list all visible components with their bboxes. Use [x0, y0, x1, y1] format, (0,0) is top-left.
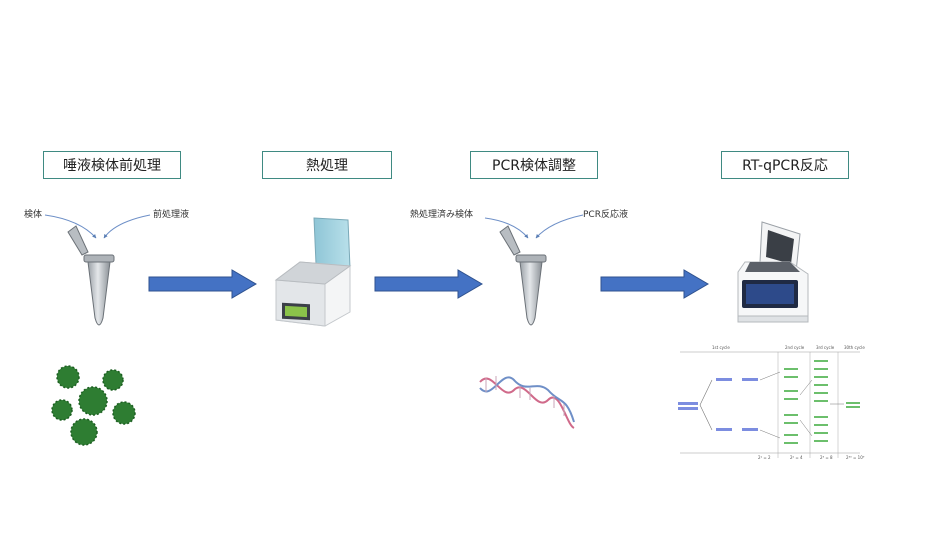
pcr-footer-1: 2¹ = 2 — [758, 455, 771, 460]
step-title-heat-treatment: 熱処理 — [262, 151, 392, 179]
pcr-header-1: 1st cycle — [712, 345, 730, 350]
pcr-tube-icon — [499, 225, 547, 326]
virus-particles-icon — [51, 365, 136, 446]
thermal-cycler-icon — [737, 221, 809, 323]
dna-helix-icon — [479, 376, 575, 429]
pcr-amplification-diagram: 1st cycle 2nd cycle 3rd cycle 30th cycle… — [678, 345, 865, 460]
flow-arrow-3 — [600, 269, 709, 299]
pcr-footer-4: 2³⁰ = 10⁹ — [846, 455, 865, 460]
input-arrows-pcr-prep — [484, 214, 584, 239]
step-title-pretreatment: 唾液検体前処理 — [43, 151, 181, 179]
step-title-pcr-prep: PCR検体調整 — [470, 151, 598, 179]
label-sample: 検体 — [24, 210, 43, 220]
label-pcr-reaction-solution: PCR反応液 — [583, 210, 628, 220]
step-title-rtqpcr: RT-qPCR反応 — [721, 151, 849, 179]
pcr-header-4: 30th cycle — [844, 345, 865, 350]
label-pretreatment-solution: 前処理液 — [153, 210, 190, 220]
pcr-footer-3: 2³ = 8 — [820, 455, 833, 460]
pcr-header-2: 2nd cycle — [785, 345, 805, 350]
pcr-header-3: 3rd cycle — [816, 345, 835, 350]
pcr-footer-2: 2² = 4 — [790, 455, 803, 460]
sample-tube-icon — [67, 225, 115, 326]
input-arrows-pretreatment — [44, 214, 151, 239]
label-heated-sample: 熱処理済み検体 — [410, 210, 474, 220]
flow-arrow-1 — [148, 269, 257, 299]
flow-arrow-2 — [374, 269, 483, 299]
heat-block-icon — [274, 217, 352, 327]
